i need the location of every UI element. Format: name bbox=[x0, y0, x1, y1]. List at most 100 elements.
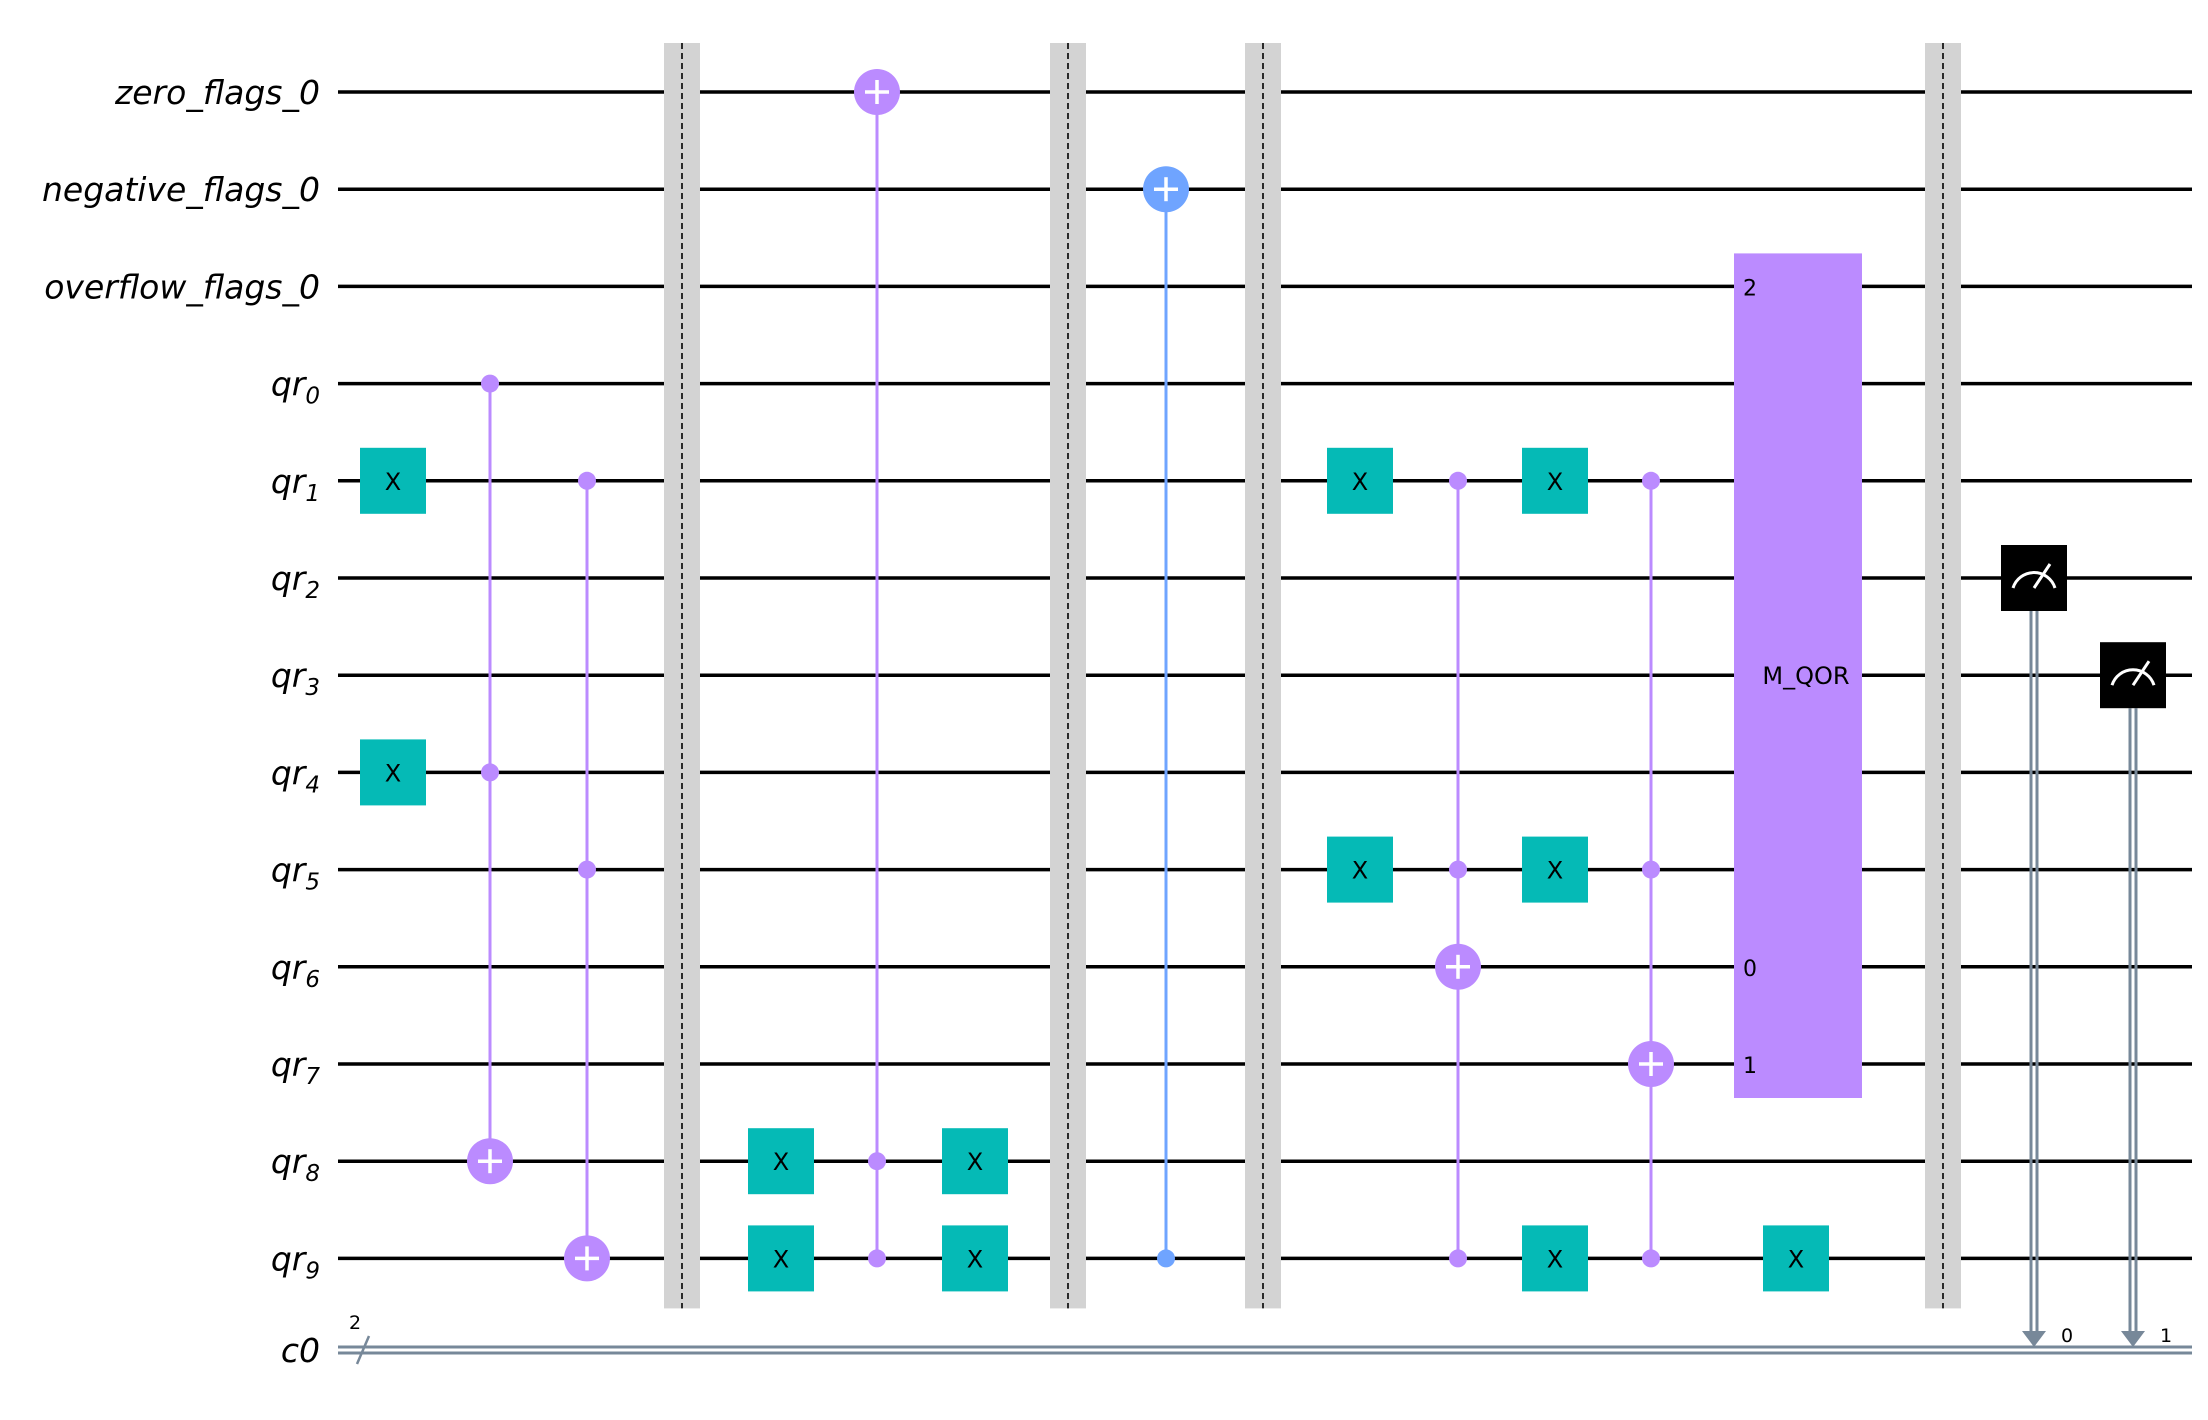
x-gate-box bbox=[1522, 1225, 1588, 1292]
x-gate-label: X bbox=[773, 1148, 789, 1176]
barrier bbox=[1050, 43, 1086, 1309]
measurement: 0 bbox=[2001, 545, 2073, 1347]
measure-arrow-icon bbox=[2022, 1331, 2046, 1347]
qubit-label-subscript: 9 bbox=[305, 1258, 320, 1284]
qubit-label-qr7: qr7 bbox=[271, 1045, 321, 1090]
control-dot bbox=[578, 860, 596, 879]
x-gate: X bbox=[748, 1128, 814, 1195]
qubit-label-overflow_flags_0: overflow_flags_0 bbox=[44, 267, 320, 306]
control-dot bbox=[481, 763, 499, 782]
control-dot bbox=[1449, 471, 1467, 490]
register-size-label: 2 bbox=[349, 1312, 361, 1334]
qubit-label-qr0: qr0 bbox=[271, 365, 320, 410]
ccx-gate bbox=[1435, 471, 1481, 1268]
x-gate-box bbox=[942, 1128, 1008, 1195]
custom-gate-box bbox=[1734, 253, 1862, 1098]
x-gate-label: X bbox=[1547, 1245, 1563, 1273]
barrier bbox=[1245, 43, 1281, 1309]
qubit-label-subscript: 4 bbox=[305, 772, 320, 798]
x-gate-label: X bbox=[1547, 468, 1563, 496]
control-dot bbox=[1449, 1249, 1467, 1268]
qubit-label-subscript: 5 bbox=[305, 870, 320, 896]
measure-box bbox=[2001, 545, 2067, 611]
meter-needle-icon bbox=[2131, 660, 2151, 687]
qubit-label-qr4: qr4 bbox=[271, 753, 320, 798]
qubit-label-qr8: qr8 bbox=[271, 1142, 320, 1187]
qubit-label-subscript: 1 bbox=[305, 481, 320, 507]
qubit-label-base: overflow_flags_0 bbox=[44, 267, 320, 306]
control-dot bbox=[578, 471, 596, 490]
x-gate-label: X bbox=[967, 1245, 983, 1273]
x-gate-label: X bbox=[1547, 857, 1563, 885]
qubit-label-qr6: qr6 bbox=[271, 948, 320, 993]
control-dot bbox=[1157, 1249, 1175, 1268]
x-gate-box bbox=[360, 739, 426, 806]
control-dot bbox=[1642, 860, 1660, 879]
ccx-gate bbox=[854, 69, 900, 1268]
register-labels: zero_flags_0 negative_flags_0 overflow_fla… bbox=[42, 73, 361, 1370]
x-gate-box bbox=[1327, 447, 1393, 514]
qubit-label-qr1: qr1 bbox=[271, 462, 320, 507]
x-gate-label: X bbox=[385, 468, 401, 496]
measure-clbit-label: 0 bbox=[2061, 1325, 2073, 1347]
control-dot bbox=[1642, 471, 1660, 490]
control-dot bbox=[1449, 860, 1467, 879]
x-gate-label: X bbox=[1352, 857, 1368, 885]
qubit-label-base: qr bbox=[271, 365, 308, 404]
qubit-label-subscript: 7 bbox=[305, 1064, 320, 1090]
ccx-gate bbox=[1628, 471, 1674, 1268]
x-gate-box bbox=[748, 1128, 814, 1195]
qubit-label-base: qr bbox=[271, 851, 308, 890]
custom-gate-port-label: 0 bbox=[1743, 957, 1757, 982]
qubit-label-base: qr bbox=[271, 1239, 308, 1278]
qubit-label-base: qr bbox=[271, 462, 308, 501]
x-gate: X bbox=[1522, 447, 1588, 514]
qubit-label-qr5: qr5 bbox=[271, 851, 320, 896]
qubit-label-subscript: 8 bbox=[305, 1161, 320, 1187]
x-gate: X bbox=[942, 1225, 1008, 1292]
measure-clbit-label: 1 bbox=[2160, 1325, 2172, 1347]
ccx-gate bbox=[564, 471, 610, 1282]
measure-box bbox=[2100, 642, 2166, 709]
x-gate-label: X bbox=[1788, 1245, 1804, 1273]
x-gate: X bbox=[1327, 836, 1393, 903]
x-gate-label: X bbox=[1352, 468, 1368, 496]
x-gate-box bbox=[1327, 836, 1393, 903]
x-gate: X bbox=[1763, 1225, 1829, 1292]
qubit-label-base: qr bbox=[271, 559, 308, 598]
x-gate: X bbox=[1327, 447, 1393, 514]
x-gate-box bbox=[360, 447, 426, 514]
register-size-slash bbox=[355, 1335, 371, 1365]
x-gate: X bbox=[748, 1225, 814, 1292]
x-gate: X bbox=[360, 447, 426, 514]
custom-gate-port-label: 1 bbox=[1743, 1054, 1757, 1079]
qubit-label-base: qr bbox=[271, 753, 308, 792]
qubit-label-subscript: 3 bbox=[305, 675, 320, 701]
classical-register-label: c0 bbox=[281, 1331, 320, 1370]
meter-arc-icon bbox=[2011, 571, 2057, 589]
x-gate-box bbox=[1522, 447, 1588, 514]
control-dot bbox=[1642, 1249, 1660, 1268]
cx-gate bbox=[1143, 166, 1189, 1268]
qubit-label-subscript: 0 bbox=[305, 384, 320, 410]
measurement: 1 bbox=[2100, 642, 2172, 1347]
qubit-label-base: negative_flags_0 bbox=[42, 170, 320, 209]
x-gate-box bbox=[942, 1225, 1008, 1292]
qubit-label-qr9: qr9 bbox=[271, 1239, 320, 1284]
barrier bbox=[664, 43, 700, 1309]
qubit-label-base: qr bbox=[271, 948, 308, 987]
measure-arrow-icon bbox=[2121, 1331, 2145, 1347]
x-gate: X bbox=[360, 739, 426, 806]
x-gate-box bbox=[1522, 836, 1588, 903]
qubit-label-base: zero_flags_0 bbox=[114, 73, 320, 112]
barrier bbox=[1925, 43, 1961, 1309]
x-gate-box bbox=[1763, 1225, 1829, 1292]
control-dot bbox=[868, 1249, 886, 1268]
x-gate-label: X bbox=[773, 1245, 789, 1273]
qubit-label-base: qr bbox=[271, 1045, 308, 1084]
qubit-label-zero_flags_0: zero_flags_0 bbox=[114, 73, 320, 112]
qubit-label-base: qr bbox=[271, 656, 308, 695]
